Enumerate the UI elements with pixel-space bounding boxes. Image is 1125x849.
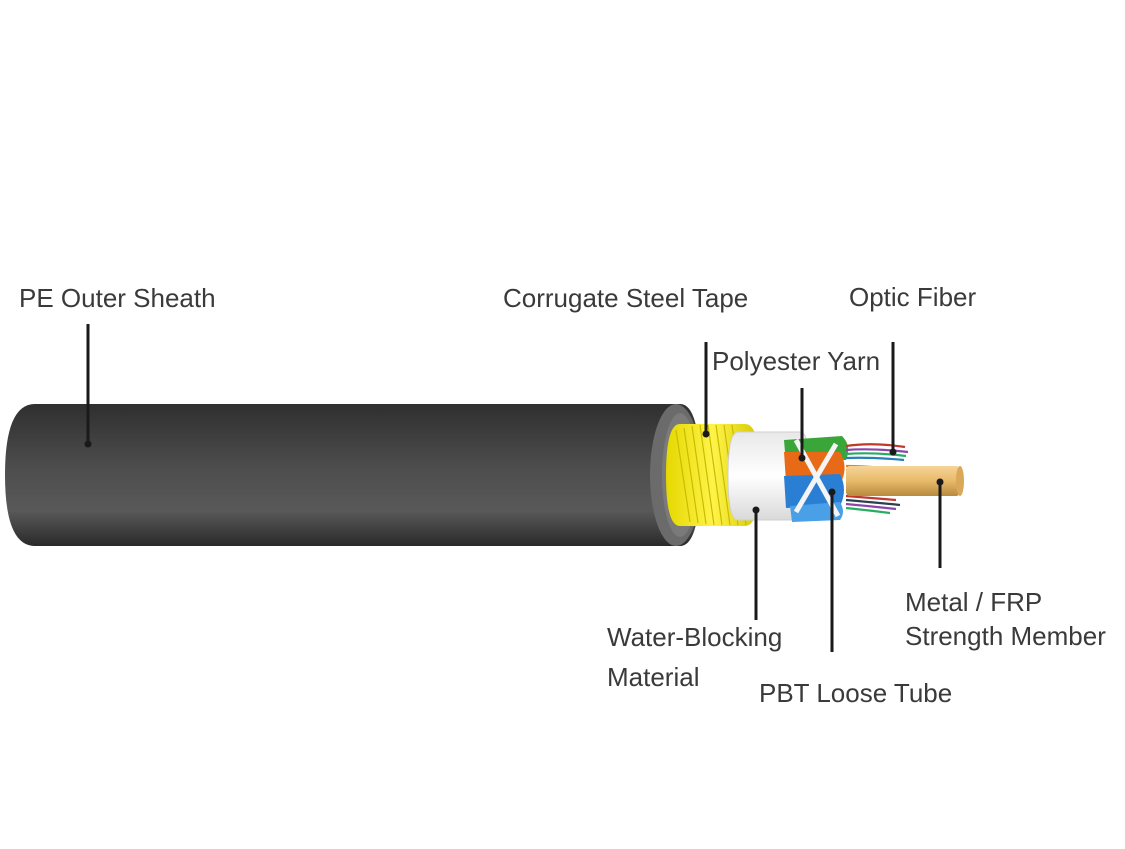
label-pbt-loose-tube: PBT Loose Tube [759,678,953,708]
label-corrugate-steel-tape: Corrugate Steel Tape [503,283,749,313]
strength-member [846,466,964,496]
label-pe-outer-sheath: PE Outer Sheath [19,283,216,313]
label-water-blocking-line2: Material [607,662,700,692]
leader-lines [84,324,944,652]
label-water-blocking-line1: Water-Blocking [607,622,783,652]
pe-outer-sheath [5,404,702,546]
label-optic-fiber: Optic Fiber [849,282,977,312]
label-strength-member-line2: Strength Member [905,621,1106,651]
label-polyester-yarn: Polyester Yarn [712,346,881,376]
label-strength-member-line1: Metal / FRP [905,587,1043,617]
